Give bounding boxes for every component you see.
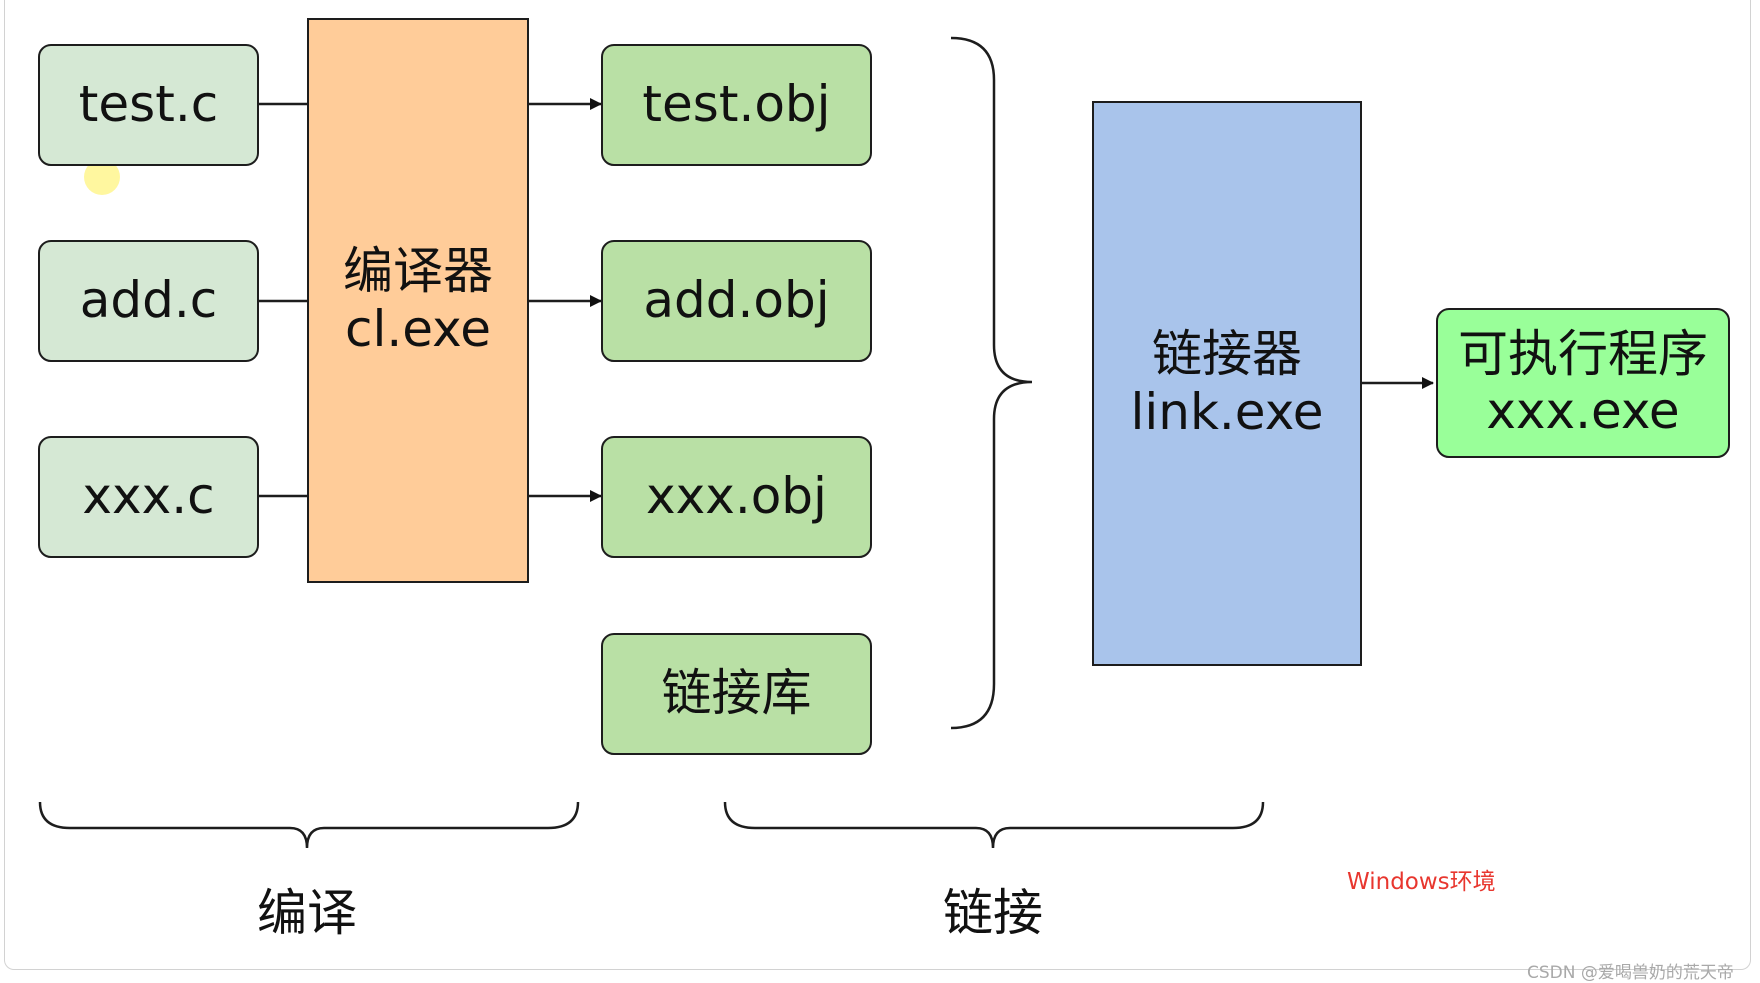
link-stage-label: 链接 <box>943 884 1043 942</box>
object-file-xxx-obj: xxx.obj <box>601 436 872 558</box>
source-file-label: test.c <box>78 75 219 134</box>
executable-exe: xxx.exe <box>1486 382 1680 440</box>
linker-name: 链接器 <box>1152 325 1302 383</box>
object-file-add-obj: add.obj <box>601 240 872 362</box>
object-file-label: xxx.obj <box>646 467 827 526</box>
link-library-label: 链接库 <box>661 664 812 723</box>
executable-output: 可执行程序 xxx.exe <box>1436 308 1730 458</box>
compile-stage-label: 编译 <box>257 884 357 942</box>
compiler-exe: cl.exe <box>345 299 491 358</box>
executable-name: 可执行程序 <box>1458 324 1708 383</box>
compiler-name: 编译器 <box>343 242 493 300</box>
source-file-add-c: add.c <box>38 240 259 362</box>
objects-group-brace <box>950 36 1033 730</box>
link-stage-brace <box>723 801 1265 849</box>
linker-block: 链接器 link.exe <box>1092 101 1362 666</box>
object-file-label: add.obj <box>643 271 830 330</box>
source-file-label: add.c <box>79 271 218 330</box>
compile-stage-brace <box>38 801 580 849</box>
linker-exe: link.exe <box>1130 382 1324 441</box>
link-library: 链接库 <box>601 633 872 755</box>
watermark: CSDN @爱喝兽奶的荒天帝 <box>1527 963 1734 983</box>
environment-note: Windows环境 <box>1347 869 1496 895</box>
source-file-label: xxx.c <box>82 467 215 526</box>
source-file-xxx-c: xxx.c <box>38 436 259 558</box>
object-file-test-obj: test.obj <box>601 44 872 166</box>
compiler-block: 编译器 cl.exe <box>307 18 529 583</box>
source-file-test-c: test.c <box>38 44 259 166</box>
object-file-label: test.obj <box>642 75 831 134</box>
